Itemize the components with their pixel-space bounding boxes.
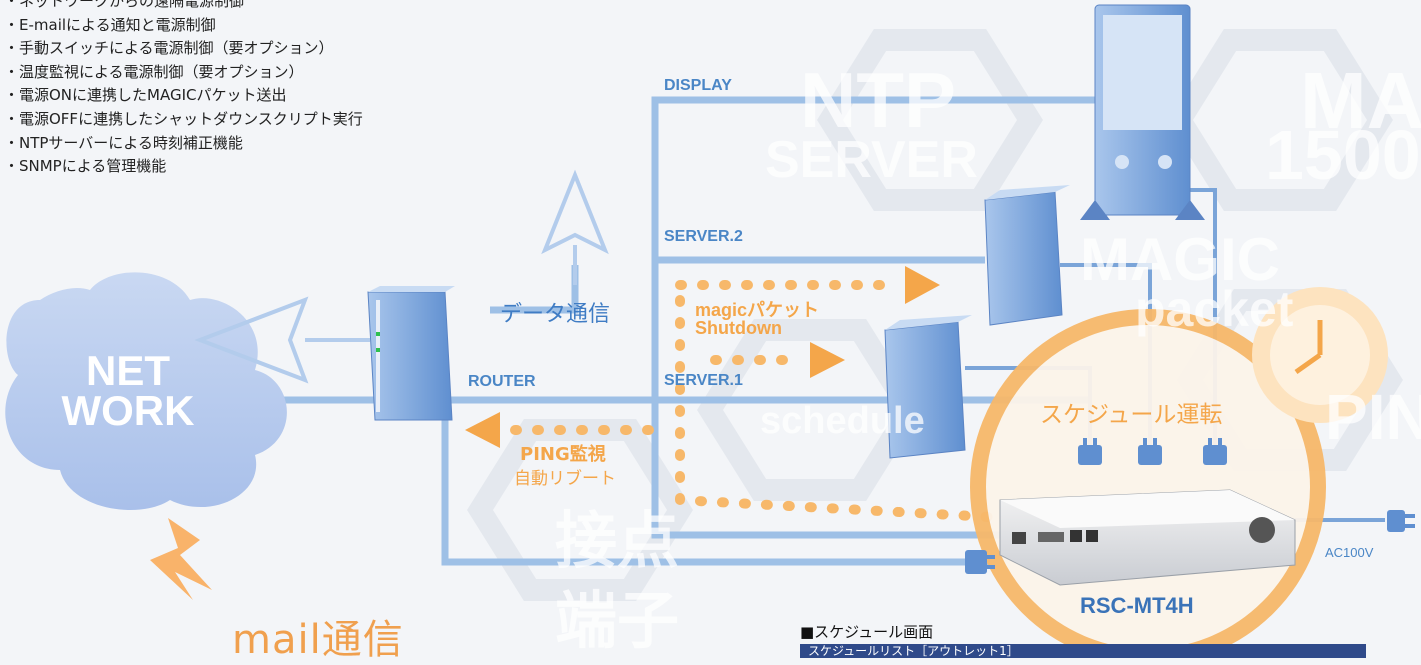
lightning-icon (150, 518, 212, 600)
display-device (1080, 4, 1205, 220)
mail-label: mail通信 (232, 617, 404, 663)
device-name: RSC-MT4H (1080, 593, 1194, 618)
feature-item: ・温度監視による電源制御（要オプション） (4, 62, 304, 81)
feature-item: ・NTPサーバーによる時刻補正機能 (4, 133, 243, 152)
ac-label: AC100V (1325, 545, 1374, 560)
magic-packet-path (510, 280, 995, 522)
server2-label: SERVER.2 (664, 228, 743, 245)
data-comm-label: データ通信 (500, 302, 611, 327)
watermark-server: SERVER (765, 131, 978, 189)
magic-packet-label: magicパケット (695, 300, 820, 320)
rsc-device (999, 489, 1296, 586)
schedule-op-label: スケジュール運転 (1040, 402, 1223, 428)
outlet-plugs (965, 438, 1415, 574)
reboot-label: 自動リブート (514, 469, 616, 489)
schedule-screen-title: ■スケジュール画面 (800, 623, 934, 641)
watermark-schedule: schedule (760, 400, 925, 442)
server2-device (984, 185, 1070, 326)
clock-illustration (1252, 287, 1388, 423)
ping-label: PING監視 (520, 444, 606, 465)
cloud-label-net: NET (86, 347, 170, 394)
router-label: ROUTER (468, 373, 536, 390)
feature-item: ・SNMPによる管理機能 (4, 157, 167, 176)
watermark-packet: packet (1135, 281, 1294, 337)
feature-list: ・ネットワークからの遠隔電源制御 ・E-mailによる通知と電源制御 ・手動スイ… (4, 0, 363, 179)
orange-arrow-heads (465, 266, 940, 448)
display-label: DISPLAY (664, 77, 732, 94)
watermark-tanshi: 端子 (555, 584, 680, 657)
shutdown-label: Shutdown (695, 318, 782, 338)
schedule-list-bar: スケジュールリスト［アウトレット1］ (800, 644, 1366, 658)
router-device (367, 286, 455, 421)
watermark-pin: PIN (1325, 381, 1421, 453)
feature-item: ・電源ONに連携したMAGICパケット送出 (4, 86, 287, 105)
feature-item: ・電源OFFに連携したシャットダウンスクリプト実行 (4, 109, 363, 128)
data-arrow-up (541, 169, 609, 285)
data-arrow-left (194, 296, 370, 384)
watermark-ntp: NTP (800, 56, 956, 144)
watermark-max: MAX (1300, 56, 1421, 145)
watermark-1500: 1500 (1265, 116, 1421, 194)
watermark-magic: MAGIC (1080, 226, 1280, 293)
feature-item: ・E-mailによる通知と電源制御 (4, 15, 216, 34)
feature-item: ・ネットワークからの遠隔電源制御 (4, 0, 245, 10)
server1-device (884, 315, 972, 459)
server1-label: SERVER.1 (664, 372, 743, 389)
cloud-label-work: WORK (61, 387, 195, 434)
feature-item: ・手動スイッチによる電源制御（要オプション） (4, 39, 334, 58)
watermark-setsu: 接点 (555, 504, 680, 577)
